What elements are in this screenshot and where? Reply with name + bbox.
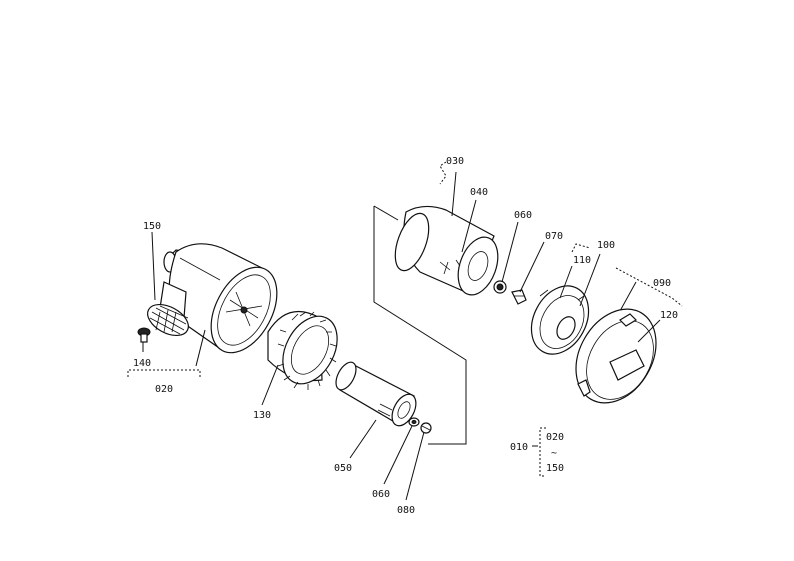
leader-060-lower — [383, 425, 413, 485]
end-cap-120 — [575, 308, 657, 404]
label-020: 020 — [155, 384, 173, 395]
reference-frame — [373, 206, 467, 445]
bracket-030 — [439, 161, 447, 185]
leader-100 — [579, 253, 601, 307]
leader-020 — [195, 329, 206, 367]
nut-080 — [420, 422, 432, 434]
label-120: 120 — [660, 310, 678, 321]
leader-110 — [559, 265, 573, 299]
leader-070 — [519, 241, 545, 293]
label-150: 150 — [143, 221, 161, 232]
inner-filter-050 — [335, 361, 417, 427]
wing-nut-070 — [511, 289, 527, 305]
label-110: 110 — [573, 255, 591, 266]
leader-130 — [261, 364, 279, 406]
leader-120 — [637, 319, 661, 343]
label-legend-020: 020 — [546, 432, 564, 443]
inlet-screen — [147, 303, 189, 337]
label-090: 090 — [653, 278, 671, 289]
washer-060-upper — [493, 280, 507, 294]
bracket-100 — [571, 243, 591, 253]
label-140: 140 — [133, 358, 151, 369]
label-070: 070 — [545, 231, 563, 242]
leader-040 — [461, 199, 477, 253]
label-040: 040 — [470, 187, 488, 198]
leader-150 — [151, 231, 156, 301]
bracket-020 — [127, 369, 201, 377]
bolt-140 — [137, 327, 151, 343]
label-100: 100 — [597, 240, 615, 251]
label-050: 050 — [334, 463, 352, 474]
gear-ring-130 — [267, 310, 338, 390]
leader-060-upper — [501, 221, 519, 283]
reference-frame-top — [373, 205, 399, 221]
label-030: 030 — [446, 156, 464, 167]
leader-030 — [451, 171, 457, 217]
washer-060-lower — [408, 417, 420, 427]
label-080: 080 — [397, 505, 415, 516]
label-legend-010: 010 — [510, 442, 528, 453]
outer-filter-040 — [394, 205, 499, 296]
baffle-ring-110 — [530, 285, 590, 355]
label-060-lower: 060 — [372, 489, 390, 500]
label-legend-tilde: ~ — [551, 448, 557, 459]
bracket-090-120 — [615, 267, 683, 307]
housing-body — [159, 243, 278, 354]
legend-group — [532, 427, 546, 477]
leader-050 — [349, 419, 377, 459]
label-130: 130 — [253, 410, 271, 421]
label-legend-150: 150 — [546, 463, 564, 474]
leader-080 — [405, 431, 425, 501]
label-060-upper: 060 — [514, 210, 532, 221]
